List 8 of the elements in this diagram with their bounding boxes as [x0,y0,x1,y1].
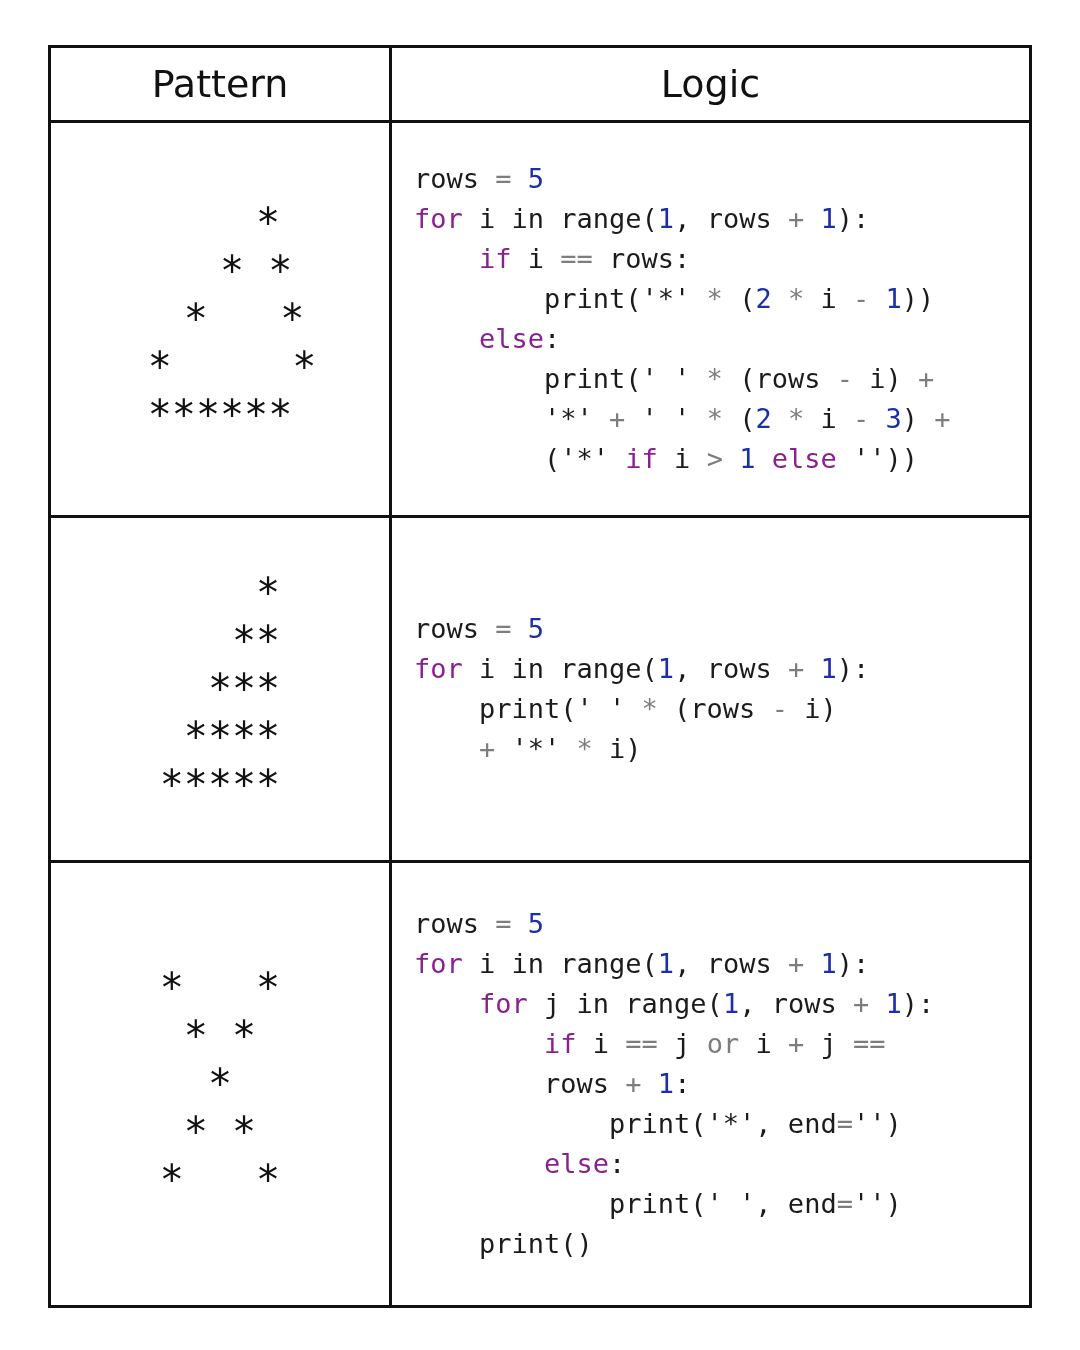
code-snippet: rows = 5 for i in range(1, rows + 1): print(' ' * (rows - i) + '*' * i) [390,516,1031,862]
code-snippet: rows = 5 for i in range(1, rows + 1): if i == rows: print('*' * (2 * i - 1)) else: print(' ' * (rows - i) + '*' + ' ' * (2 * i - 3) + ('*' if i > 1 else '')) [390,121,1031,517]
column-header: Pattern [49,46,391,122]
column-header: Logic [390,46,1031,122]
star-pattern: * * * * * * * ****** [49,121,391,517]
star-pattern: * ** *** **** ***** [49,516,391,862]
star-pattern: * * * * * * * * * [49,861,391,1307]
code-snippet: rows = 5 for i in range(1, rows + 1): for j in range(1, rows + 1): if i == j or i + j == rows + 1: print('*', end='') else: print(' ', end='') print() [390,861,1031,1307]
